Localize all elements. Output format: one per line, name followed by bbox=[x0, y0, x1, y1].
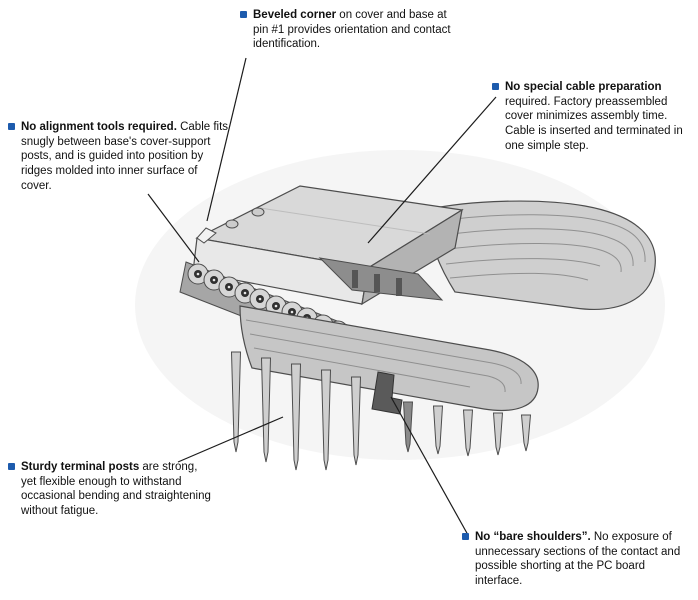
callout-body: No exposure of unnecessary sections of t… bbox=[475, 531, 681, 588]
callout-text: Sturdy terminal posts are strong, yet fl… bbox=[21, 460, 214, 519]
callout-no-bare-shoulders: No “bare shoulders”. No exposure of unne… bbox=[462, 530, 688, 589]
callout-body: on cover and base at pin #1 provides ori… bbox=[253, 9, 451, 51]
callout-body: are strong, yet flexible enough to withs… bbox=[21, 461, 211, 518]
callout-lead: No alignment tools required. bbox=[21, 121, 177, 133]
bullet-icon bbox=[492, 83, 499, 90]
leader-lines bbox=[147, 57, 497, 536]
callout-body: Cable fits snugly between base's cover-s… bbox=[21, 121, 229, 192]
callout-text: No special cable preparation required. F… bbox=[505, 80, 690, 154]
callout-lead: Sturdy terminal posts bbox=[21, 461, 140, 473]
beveled-corner-detail bbox=[196, 227, 217, 244]
cable-bundle bbox=[239, 305, 539, 412]
callout-lead: No “bare shoulders”. bbox=[475, 531, 591, 543]
callout-body: required. Factory preassembled cover min… bbox=[505, 95, 683, 152]
leader-line bbox=[177, 416, 284, 463]
callout-no-alignment-tools: No alignment tools required. Cable fits … bbox=[8, 120, 230, 194]
callout-sturdy-terminal-posts: Sturdy terminal posts are strong, yet fl… bbox=[8, 460, 214, 519]
cover-notch bbox=[318, 257, 444, 301]
cover-support-post bbox=[225, 219, 239, 229]
connector-cover bbox=[192, 185, 464, 306]
callout-lead: Beveled corner bbox=[253, 9, 337, 21]
bullet-icon bbox=[240, 11, 247, 18]
leader-line bbox=[390, 396, 469, 536]
callout-lead: No special cable preparation bbox=[505, 81, 662, 93]
leader-line bbox=[367, 96, 497, 244]
leader-line bbox=[206, 57, 247, 222]
ribbon-cable bbox=[424, 200, 656, 310]
terminal-posts bbox=[230, 351, 532, 471]
bullet-icon bbox=[8, 463, 15, 470]
callout-text: No “bare shoulders”. No exposure of unne… bbox=[475, 530, 688, 589]
cover-support-post bbox=[251, 207, 265, 217]
bullet-icon bbox=[462, 533, 469, 540]
leader-line bbox=[147, 193, 200, 263]
callout-text: Beveled corner on cover and base at pin … bbox=[253, 8, 458, 52]
callout-beveled-corner: Beveled corner on cover and base at pin … bbox=[240, 8, 458, 52]
callout-no-special-cable-preparation: No special cable preparation required. F… bbox=[492, 80, 690, 154]
callout-text: No alignment tools required. Cable fits … bbox=[21, 120, 230, 194]
bullet-icon bbox=[8, 123, 15, 130]
